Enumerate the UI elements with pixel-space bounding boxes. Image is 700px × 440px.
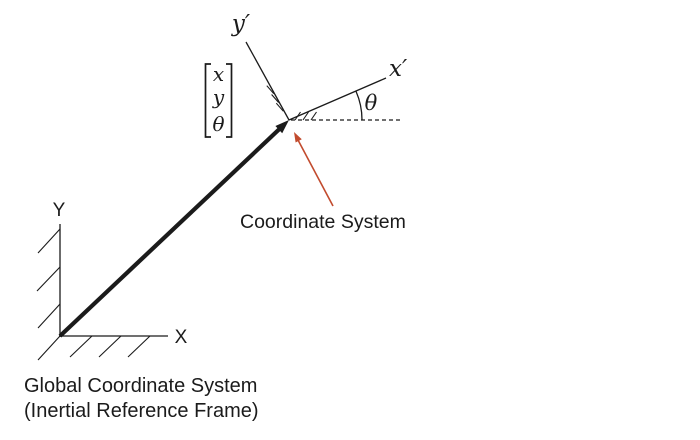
state-vector-matrix: x y θ [204, 62, 233, 138]
hatch-mark [275, 102, 284, 112]
global-frame-caption-line1: Global Coordinate System [24, 375, 257, 397]
global-x-axis-label: X [175, 327, 188, 348]
local-frame: y′ x′ θ [231, 11, 408, 121]
hatch-mark [310, 111, 317, 121]
annotation-arrowhead [294, 132, 302, 143]
y-prime-axis-hatching [266, 85, 284, 112]
hatch-mark [271, 94, 280, 103]
hatch-mark [37, 228, 61, 254]
theta-angle-arc [355, 91, 363, 121]
hatch-mark [36, 266, 61, 292]
hatch-mark [37, 335, 61, 361]
x-prime-axis-label: x′ [389, 56, 408, 82]
y-axis-hatching [36, 228, 61, 361]
hatch-mark [69, 335, 93, 358]
state-vector-entry-y: y [212, 85, 225, 109]
y-prime-axis-label: y′ [231, 11, 251, 37]
annotation: Coordinate System [240, 132, 406, 233]
matrix-right-bracket [226, 63, 233, 138]
reference-line-hatching [294, 111, 317, 121]
x-axis-hatching [69, 335, 151, 358]
coordinate-system-label: Coordinate System [240, 211, 406, 233]
global-y-axis-label: Y [53, 200, 66, 221]
hatch-mark [294, 111, 301, 121]
hatch-mark [127, 335, 151, 358]
y-prime-axis-line [245, 41, 290, 121]
hatch-mark [98, 335, 122, 358]
global-frame-caption-line2: (Inertial Reference Frame) [24, 400, 259, 422]
annotation-arrow-shaft [297, 139, 334, 207]
position-vector-arrowhead [275, 120, 289, 134]
state-vector-entry-x: x [213, 62, 224, 86]
position-vector-shaft [58, 126, 282, 338]
hatch-mark [37, 303, 61, 329]
hatch-mark [266, 85, 275, 95]
state-vector-entry-theta: θ [212, 112, 224, 136]
theta-angle-label: θ [365, 91, 378, 115]
global-frame: Y X Global Coordinate System (Inertial R… [24, 200, 259, 422]
position-vector [58, 120, 289, 338]
hatch-mark [302, 111, 309, 121]
x-prime-axis-line [288, 77, 387, 121]
matrix-left-bracket [204, 63, 211, 138]
